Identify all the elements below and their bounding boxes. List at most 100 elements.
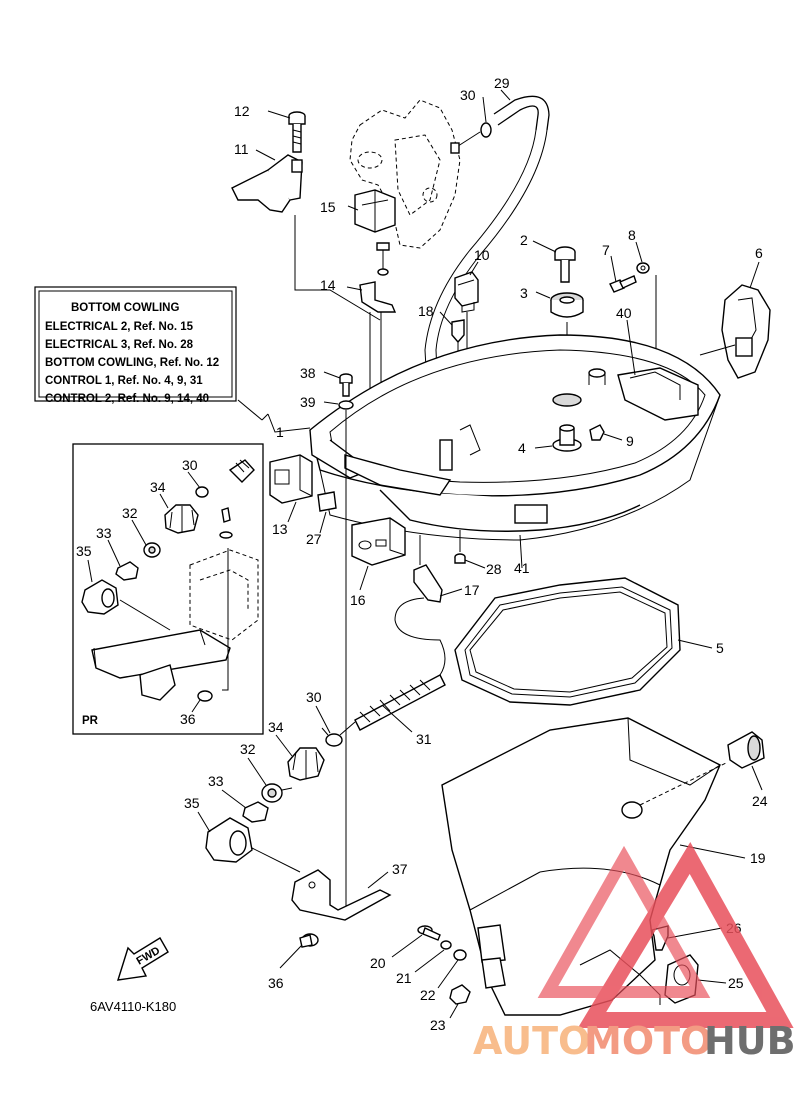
callout-7: 7 [602, 242, 610, 258]
pr-inset: PR [72, 443, 264, 735]
screw-20 [417, 925, 441, 941]
callout-30: 30 [460, 87, 476, 103]
callout-11: 11 [234, 141, 249, 157]
info-box-line: BOTTOM COWLING, Ref. No. 12 [45, 357, 219, 369]
switch-16 [351, 517, 406, 566]
info-box-line: CONTROL 1, Ref. No. 4, 9, 31 [45, 375, 203, 387]
info-box-line: ELECTRICAL 3, Ref. No. 28 [45, 339, 194, 351]
callout-12: 12 [234, 103, 250, 119]
leader-lines [87, 89, 763, 1019]
callout-35: 35 [184, 795, 200, 811]
clip-30-lower [321, 727, 343, 747]
callout-4: 4 [518, 440, 526, 456]
boss-4 [552, 424, 582, 452]
callout-33: 33 [208, 773, 224, 789]
callout-5: 5 [716, 640, 724, 656]
callout-14: 14 [320, 277, 336, 293]
washer-22 [453, 949, 467, 961]
bolt-12 [288, 111, 306, 153]
callout-22: 22 [420, 987, 436, 1003]
callout-27: 27 [306, 531, 322, 547]
lever-6 [699, 284, 771, 379]
callout-9: 9 [626, 433, 634, 449]
grommet-17 [413, 564, 443, 603]
washer-39 [338, 400, 354, 410]
nut-9 [589, 424, 605, 441]
inset-callout-30: 30 [182, 457, 198, 473]
callout-16: 16 [350, 592, 366, 608]
watermark-hub: HUB [704, 1019, 796, 1063]
callout-36: 36 [268, 975, 284, 991]
lower-cowling-19 [441, 717, 729, 1016]
callout-37: 37 [392, 861, 408, 877]
callout-29: 29 [494, 75, 510, 91]
callout-21: 21 [396, 970, 412, 986]
bolt-7 [609, 275, 637, 293]
callout-23: 23 [430, 1017, 446, 1033]
callout-6: 6 [755, 245, 763, 261]
connector-15 [354, 189, 396, 276]
bracket-37 [291, 869, 392, 921]
engine-block-outline [349, 99, 461, 249]
bolt-2 [554, 246, 576, 283]
callout-17: 17 [464, 582, 480, 598]
inset-callout-34: 34 [150, 479, 166, 495]
bracket-11 [231, 154, 303, 213]
callout-32: 32 [240, 741, 256, 757]
knob-34 [287, 747, 325, 781]
callout-28: 28 [486, 561, 502, 577]
washer-8 [636, 262, 650, 274]
callout-34: 34 [268, 719, 284, 735]
callout-13: 13 [272, 521, 288, 537]
washer-21 [440, 940, 452, 950]
callout-40: 40 [616, 305, 632, 321]
watermark-logo: AUTO MOTO HUB [473, 842, 796, 1063]
callout-39: 39 [300, 394, 316, 410]
callout-18: 18 [418, 303, 434, 319]
inset-callout-35: 35 [76, 543, 92, 559]
info-box-line: CONTROL 2, Ref. No. 9, 14, 40 [45, 393, 209, 405]
cap-32 [261, 783, 293, 803]
inset-callout-32: 32 [122, 505, 138, 521]
tag-27 [317, 491, 337, 512]
grommet-3 [550, 292, 584, 318]
pad-13 [269, 454, 313, 504]
callout-8: 8 [628, 227, 636, 243]
screw-28 [454, 553, 466, 564]
inset-callout-36: 36 [180, 711, 196, 727]
info-box-title: BOTTOM COWLING [71, 302, 179, 314]
bolt-38 [339, 373, 353, 397]
callout-15: 15 [320, 199, 336, 215]
bolt-36 [299, 933, 319, 948]
watermark-moto: MOTO [584, 1019, 712, 1063]
inset-label: PR [82, 715, 99, 727]
info-box: BOTTOM COWLING ELECTRICAL 2, Ref. No. 15… [34, 286, 237, 405]
callout-41: 41 [514, 560, 530, 576]
callout-25: 25 [728, 975, 744, 991]
callout-3: 3 [520, 285, 528, 301]
holder-35 [205, 817, 301, 873]
callout-10: 10 [474, 247, 490, 263]
cable-31 [339, 597, 446, 736]
seal-5 [454, 577, 681, 706]
callout-38: 38 [300, 365, 316, 381]
callout-19: 19 [750, 850, 766, 866]
callout-1: 1 [276, 424, 284, 440]
nut-23 [449, 984, 471, 1005]
inset-callout-33: 33 [96, 525, 112, 541]
callout-31: 31 [416, 731, 432, 747]
info-box-line: ELECTRICAL 2, Ref. No. 15 [45, 321, 194, 333]
callout-30-lower: 30 [306, 689, 322, 705]
bottom-cowling-1 [309, 334, 721, 541]
grommet-24 [727, 731, 765, 769]
watermark-auto: AUTO [473, 1019, 590, 1063]
fwd-arrow-icon: FWD [117, 937, 169, 981]
diagram-code: 6AV4110-K180 [90, 999, 176, 1014]
clip-30-top [450, 122, 492, 154]
callout-20: 20 [370, 955, 386, 971]
callout-2: 2 [520, 232, 528, 248]
hose-29 [424, 95, 550, 441]
callout-24: 24 [752, 793, 768, 809]
washer-33 [242, 801, 269, 823]
